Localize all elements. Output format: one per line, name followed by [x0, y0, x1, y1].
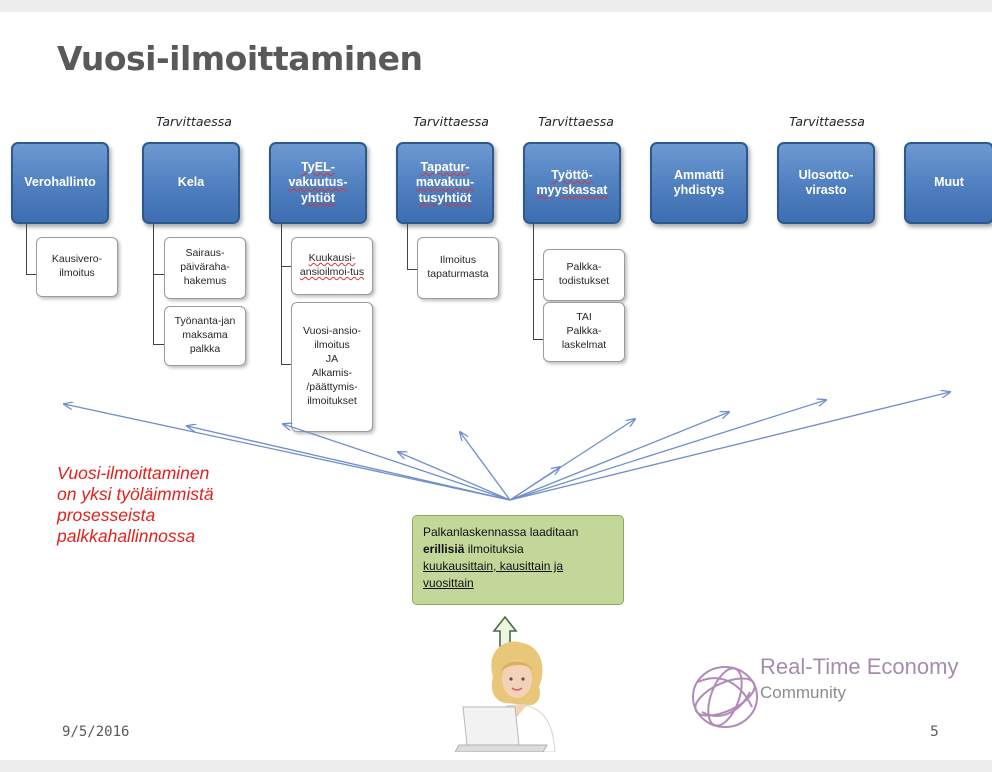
- sub-tyonantajan-palkka: Työnanta-jan maksama palkka: [164, 306, 246, 366]
- slide: Vuosi-ilmoittaminen Tarvittaessa Tarvitt…: [0, 12, 992, 760]
- arrow-line: [64, 404, 511, 501]
- connector: [533, 224, 544, 340]
- sub-palkkalaskelmat: TAI Palkka- laskelmat: [543, 302, 625, 362]
- org-tapaturma: Tapatur- mavakuu- tusyhtiöt: [396, 142, 494, 224]
- arrow-line: [509, 392, 950, 501]
- sub-vuosiansioilmoitus: Vuosi-ansio- ilmoitus JA Alkamis- /päätt…: [291, 302, 373, 432]
- org-tyel: TyEL- vakuutus- yhtiöt: [269, 142, 367, 224]
- caption-text: Vuosi-ilmoittaminen on yksi työläimmistä…: [57, 463, 214, 546]
- connector: [153, 224, 165, 345]
- arrow-line: [460, 432, 511, 501]
- org-kela: Kela: [142, 142, 240, 224]
- tag-ulosotto: Tarvittaessa: [789, 114, 865, 129]
- person-with-laptop-illustration: [455, 641, 556, 752]
- connector: [281, 224, 292, 365]
- arrows: [0, 12, 992, 501]
- real-time-economy-logo: Real-Time Economy Community: [680, 652, 960, 742]
- sub-sairauspaivaraha: Sairaus- päiväraha- hakemus: [164, 237, 246, 299]
- center-box: Palkanlaskennassa laaditaan erillisiä il…: [412, 515, 624, 605]
- sub-kuukausiansioilmoitus: Kuukausi- ansioilmoi-tus: [291, 237, 373, 295]
- tag-tapaturma: Tarvittaessa: [413, 114, 489, 129]
- arrow-line: [187, 426, 511, 501]
- page-number: 5: [930, 724, 939, 740]
- arrow-line: [283, 424, 511, 501]
- arrow-line: [509, 412, 729, 501]
- org-ulosotto: Ulosotto- virasto: [777, 142, 875, 224]
- connector: [407, 224, 418, 270]
- center-underlined: kuukausittain, kausittain ja vuosittain: [423, 559, 564, 590]
- sub-palkkatodistukset: Palkka- todistukset: [543, 249, 625, 301]
- org-tyottomyys: Työttö- myyskassat: [523, 142, 621, 224]
- sub-kausiveroilmoitus: Kausivero- ilmoitus: [36, 237, 118, 297]
- tag-kela: Tarvittaessa: [156, 114, 232, 129]
- org-ammattiyhdistys: Ammatti yhdistys: [650, 142, 748, 224]
- logo-line1: Real-Time Economy: [760, 654, 959, 679]
- footer-date: 9/5/2016: [62, 724, 130, 740]
- tag-tyottomyys: Tarvittaessa: [538, 114, 614, 129]
- org-verohallinto: Verohallinto: [11, 142, 109, 224]
- center-line1: Palkanlaskennassa laaditaan: [423, 525, 579, 539]
- arrow-line: [398, 452, 511, 501]
- arrow-line: [509, 400, 826, 501]
- globe-swirl-icon: [692, 666, 758, 728]
- connector: [26, 224, 38, 275]
- slide-title: Vuosi-ilmoittaminen: [57, 39, 423, 78]
- sub-ilmoitus-tapaturmasta: Ilmoitus tapaturmasta: [417, 237, 499, 299]
- center-bold: erillisiä: [423, 542, 465, 556]
- arrow-line: [509, 467, 560, 501]
- center-line2: ilmoituksia: [464, 542, 524, 556]
- org-muut: Muut: [904, 142, 992, 224]
- logo-line2: Community: [760, 683, 846, 702]
